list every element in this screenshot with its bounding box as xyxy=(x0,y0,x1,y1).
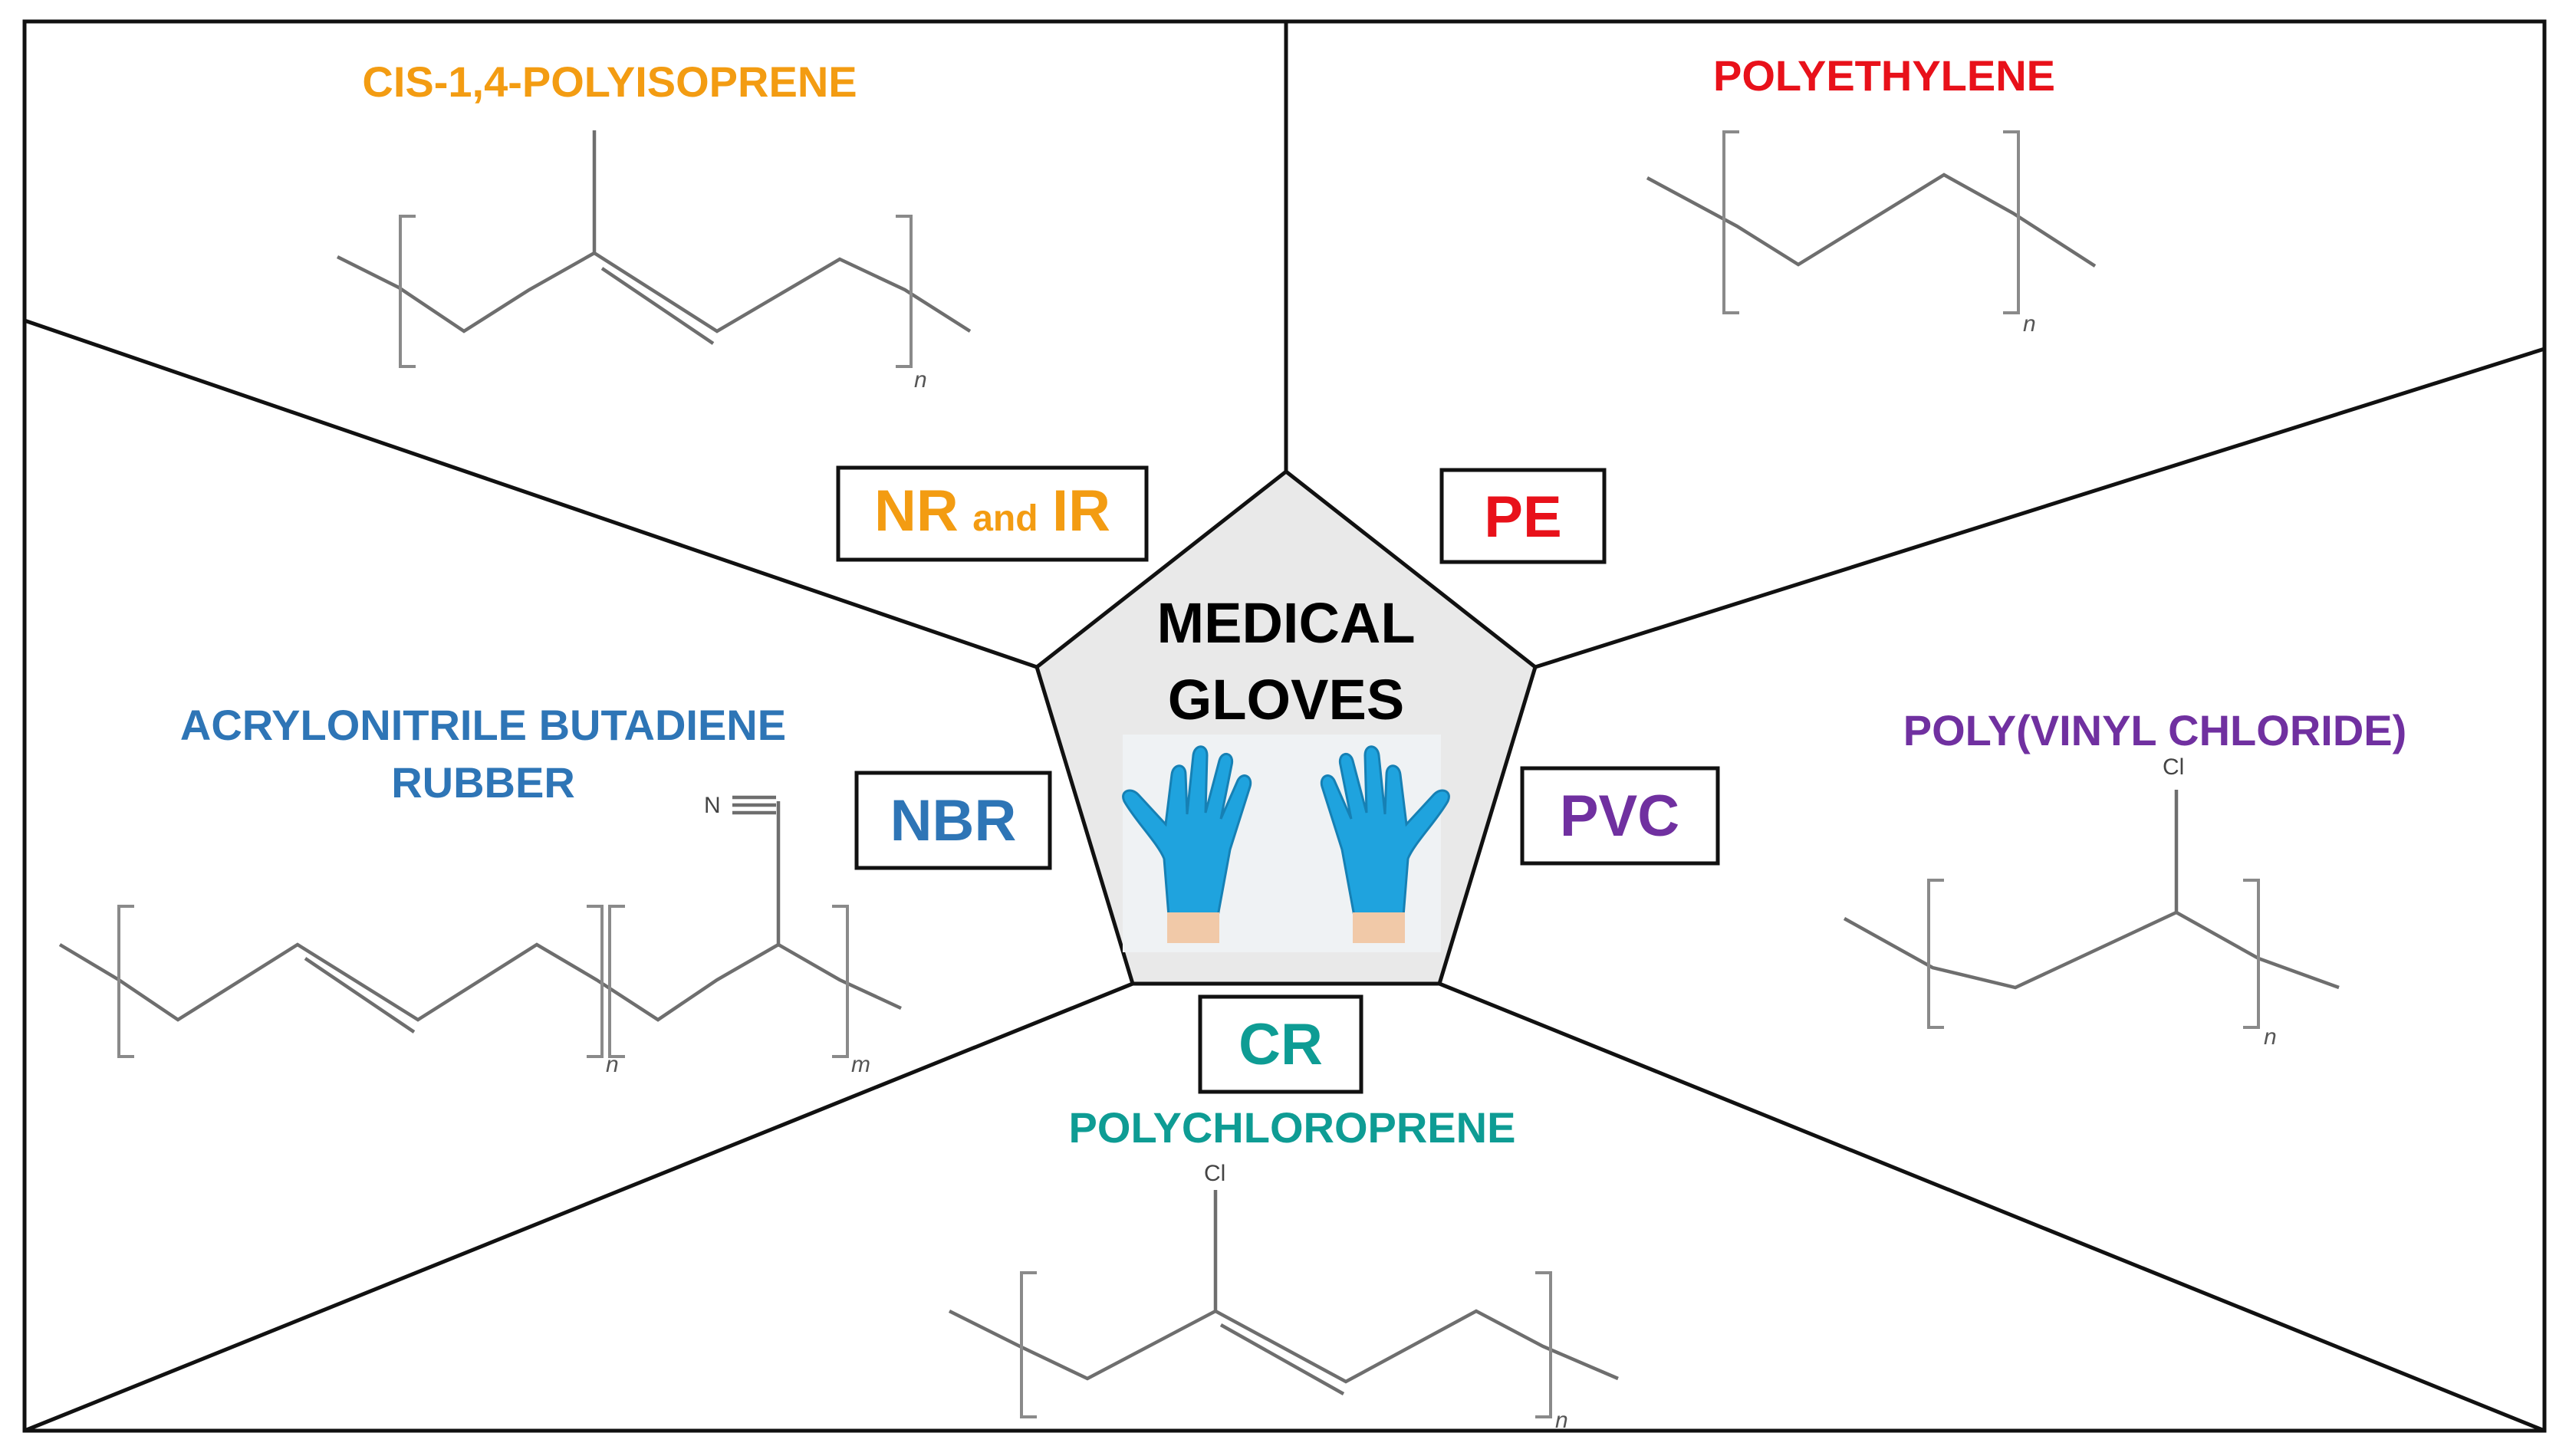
polychloroprene-right-bracket xyxy=(1535,1271,1552,1418)
right-glove-icon xyxy=(1320,745,1450,943)
pvc-badge-label: PVC xyxy=(1560,784,1679,849)
polyethylene-right-bracket xyxy=(2003,130,2020,314)
nr-ir-badge xyxy=(836,465,1149,562)
cr-badge-label: CR xyxy=(1238,1012,1323,1077)
divider-lower-right xyxy=(1439,981,2545,1433)
nbr-subscript-n: n xyxy=(606,1052,619,1077)
polychloroprene-left-bracket xyxy=(1020,1271,1037,1418)
left-glove-icon xyxy=(1122,745,1252,943)
section-polyethylene: PE POLYETHYLENE n xyxy=(1439,51,2097,564)
divider-lower-left xyxy=(24,981,1133,1433)
center-title-line1: MEDICAL xyxy=(1156,591,1415,655)
pe-badge xyxy=(1439,468,1607,564)
polychloroprene-structure: Cl n xyxy=(948,1161,1619,1433)
polyisoprene-right-bracket xyxy=(896,215,913,368)
polychloroprene-double-bond xyxy=(1219,1323,1345,1395)
nr-ir-join: and xyxy=(972,498,1038,539)
pe-badge-label: PE xyxy=(1484,485,1561,550)
ir-abbr: IR xyxy=(1052,478,1110,544)
polyisoprene-structure: n xyxy=(336,130,972,393)
polyethylene-structure: n xyxy=(1646,130,2097,337)
section-chloroprene: CR POLYCHLOROPRENE Cl n xyxy=(948,994,1619,1433)
polychloroprene-chlorine-atom: Cl xyxy=(1204,1161,1225,1186)
nbr-left-bracket-1 xyxy=(117,905,134,1058)
nbr-badge-label: NBR xyxy=(890,788,1017,853)
nbr-left-bracket-2 xyxy=(608,905,625,1058)
blue-gloves-icon xyxy=(1122,735,1450,952)
pe-polymer-name: POLYETHYLENE xyxy=(1713,51,2055,100)
nbr-polymer-name-line1: ACRYLONITRILE BUTADIENE xyxy=(180,701,786,749)
nbr-right-bracket-1 xyxy=(587,905,604,1058)
cr-polymer-name: POLYCHLOROPRENE xyxy=(1069,1103,1516,1152)
nr-polymer-name: CIS-1,4-POLYISOPRENE xyxy=(362,58,857,106)
divider-upper-right xyxy=(1534,347,2545,669)
center-title-line2: GLOVES xyxy=(1168,668,1404,731)
pvc-right-bracket xyxy=(2243,879,2260,1029)
section-pvc: PVC POLY(VINYL CHLORIDE) Cl n xyxy=(1520,706,2407,1050)
nbr-right-bracket-2 xyxy=(832,905,849,1058)
polyethylene-left-bracket xyxy=(1722,130,1739,314)
nr-abbr: NR xyxy=(874,478,959,544)
pvc-subscript: n xyxy=(2264,1024,2277,1050)
nbr-double-bond xyxy=(304,957,416,1034)
nr-ir-badge-label: NR and IR xyxy=(874,478,1110,544)
pvc-left-bracket xyxy=(1927,879,1944,1029)
nbr-structure: N n m xyxy=(58,793,902,1077)
polyethylene-subscript: n xyxy=(2023,311,2036,337)
section-dividers xyxy=(24,21,2545,1433)
cr-badge xyxy=(1198,994,1363,1094)
polyisoprene-left-bracket xyxy=(399,215,416,368)
section-nitrile: NBR ACRYLONITRILE BUTADIENE RUBBER N n m xyxy=(58,701,1052,1077)
nbr-nitrogen-atom: N xyxy=(704,793,721,818)
pvc-chlorine-atom: Cl xyxy=(2163,754,2184,780)
section-natural-rubber: NR and IR CIS-1,4-POLYISOPRENE n xyxy=(336,58,1149,562)
nbr-subscript-m: m xyxy=(851,1052,870,1077)
polyisoprene-subscript: n xyxy=(914,367,927,393)
nbr-badge xyxy=(854,771,1052,870)
pvc-badge xyxy=(1520,766,1720,866)
pvc-structure: Cl n xyxy=(1843,754,2340,1050)
nbr-polymer-name-line2: RUBBER xyxy=(391,758,575,807)
divider-upper-left xyxy=(24,318,1038,669)
polyisoprene-double-bond xyxy=(600,267,715,345)
pvc-polymer-name: POLY(VINYL CHLORIDE) xyxy=(1903,706,2407,754)
polychloroprene-subscript: n xyxy=(1555,1408,1568,1433)
